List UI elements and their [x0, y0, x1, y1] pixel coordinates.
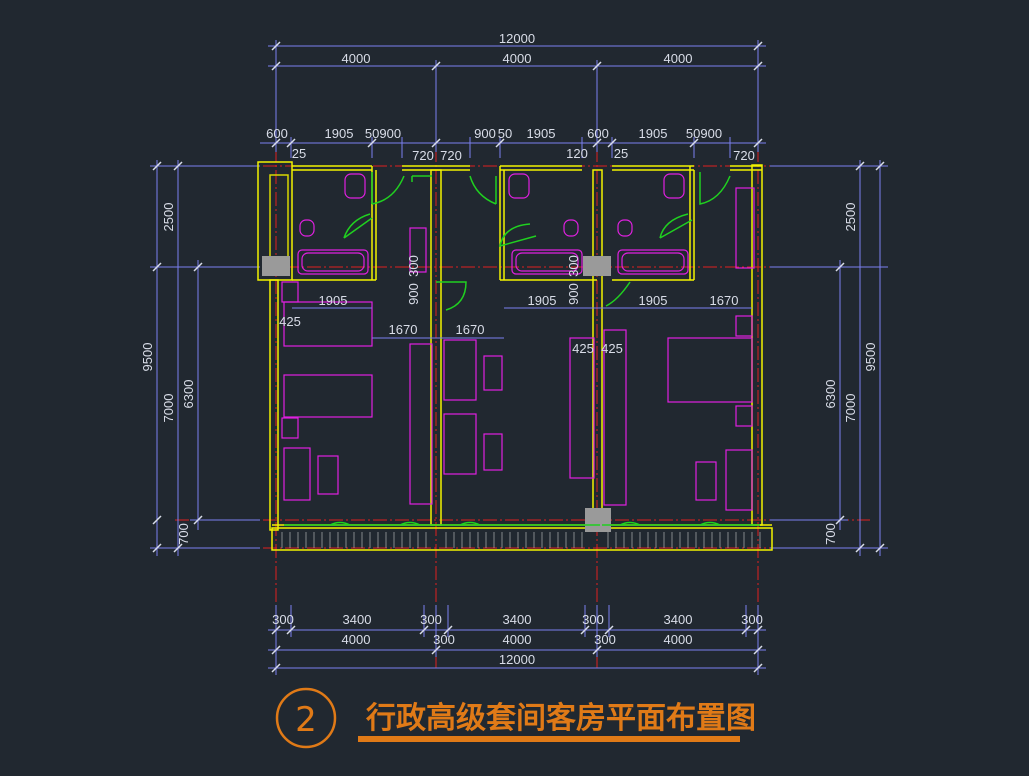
title-text: 行政高级套间客房平面布置图: [365, 701, 756, 736]
walls: [257, 161, 773, 551]
dim-interior: 1905: [319, 293, 348, 308]
dim-left-inner-a: 7000: [161, 394, 176, 423]
dim-top-detail: 600: [587, 126, 609, 141]
dim-top-small: 25: [614, 146, 628, 161]
dim-top-small: 120: [566, 146, 588, 161]
dim-top-small: 720: [733, 148, 755, 163]
dim-top-small: 720: [412, 148, 434, 163]
columns: [262, 256, 611, 532]
title-underline: [358, 736, 740, 742]
dim-bottom-wall: 300: [272, 612, 294, 627]
dim-top-detail: 1905: [325, 126, 354, 141]
dim-right-bottom: 700: [823, 523, 838, 545]
balcony-hatch: [281, 532, 761, 548]
dim-interior: 1670: [456, 322, 485, 337]
dim-left-outer: 9500: [140, 343, 155, 372]
dim-bottom-wall: 300: [741, 612, 763, 627]
dim-top-bay-2: 4000: [503, 51, 532, 66]
dim-top-detail: 50900: [686, 126, 722, 141]
dim-right-inner-a: 7000: [843, 394, 858, 423]
dim-bottom-wall: 3400: [503, 612, 532, 627]
interior-dim-lines: [292, 307, 752, 339]
dim-interior: 900: [406, 283, 421, 305]
dim-top-detail: 900: [474, 126, 496, 141]
dim-bottom-overall: 12000: [499, 652, 535, 667]
dim-top-overall: 12000: [499, 31, 535, 46]
dim-top-detail: 1905: [639, 126, 668, 141]
dim-interior: 1670: [389, 322, 418, 337]
dim-bottom-mid-wall: 300: [594, 632, 616, 647]
dim-top-detail: 50900: [365, 126, 401, 141]
dim-interior: 425: [279, 314, 301, 329]
dim-top-bay-3: 4000: [664, 51, 693, 66]
dim-bottom-mid-wall: 300: [433, 632, 455, 647]
drawing-title: 2 行政高级套间客房平面布置图: [275, 687, 756, 749]
dim-right-top: 2500: [843, 203, 858, 232]
dim-top-detail: 600: [266, 126, 288, 141]
dim-bottom-bay-2: 4000: [503, 632, 532, 647]
dim-left-inner-b: 6300: [181, 380, 196, 409]
dim-interior: 1905: [528, 293, 557, 308]
dim-bottom-wall: 300: [582, 612, 604, 627]
dim-interior: 300: [566, 255, 581, 277]
dim-bottom-bay-1: 4000: [342, 632, 371, 647]
title-number-circle: [275, 687, 337, 749]
doors: [284, 172, 760, 526]
dimension-lines: [150, 40, 888, 675]
dim-bottom-bay-3: 4000: [664, 632, 693, 647]
dim-bottom-wall: 3400: [664, 612, 693, 627]
dim-right-inner-b: 6300: [823, 380, 838, 409]
title-number: 2: [295, 700, 317, 740]
dim-interior: 300: [406, 255, 421, 277]
dim-left-bottom: 700: [176, 523, 191, 545]
dim-bottom-wall: 3400: [343, 612, 372, 627]
dim-right-outer: 9500: [863, 343, 878, 372]
dim-top-small: 720: [440, 148, 462, 163]
furniture: [281, 173, 755, 511]
axis-lines: [175, 60, 870, 670]
dim-top-small: 25: [292, 146, 306, 161]
dim-interior: 1905: [639, 293, 668, 308]
dim-top-bay-1: 4000: [342, 51, 371, 66]
dim-interior: 1670: [710, 293, 739, 308]
dimension-ticks: [152, 41, 885, 673]
dim-bottom-wall: 300: [420, 612, 442, 627]
dim-left-top: 2500: [161, 203, 176, 232]
dim-interior: 900: [566, 283, 581, 305]
dim-top-detail: 50: [498, 126, 512, 141]
dim-interior: 425: [601, 341, 623, 356]
dim-top-detail: 1905: [527, 126, 556, 141]
dim-interior: 425: [572, 341, 594, 356]
